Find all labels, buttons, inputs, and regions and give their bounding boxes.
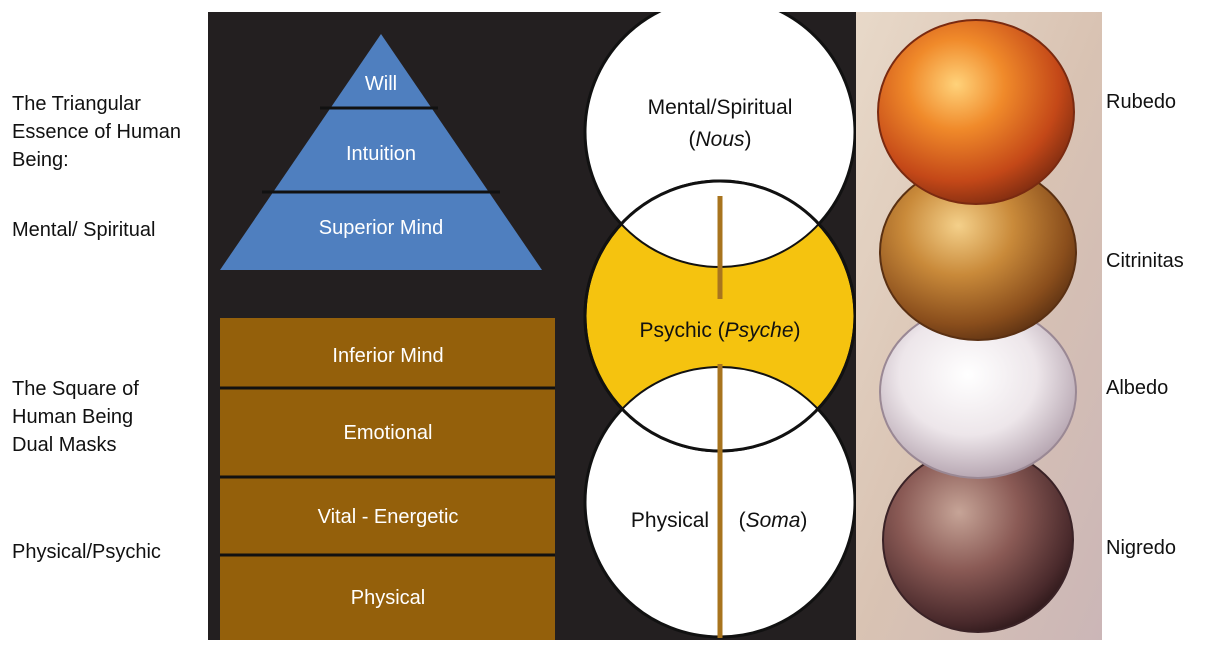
circle-physical-term-line: (Soma)	[739, 509, 808, 532]
triangle-caption: The Triangular Essence of Human Being:	[12, 90, 181, 174]
stage-label-rubedo: Rubedo	[1106, 91, 1177, 113]
stage-label-albedo: Albedo	[1106, 377, 1169, 399]
triangle-caption-line: The Triangular	[12, 93, 141, 115]
square-shape	[220, 318, 555, 640]
circle-psychic-term: Psyche	[725, 319, 794, 342]
triangle-subcaption: Mental/ Spiritual	[12, 219, 156, 241]
square-caption: The Square of Human Being Dual Masks	[12, 375, 139, 459]
square-caption-line: The Square of	[12, 378, 139, 400]
square-caption-line: Dual Masks	[12, 434, 117, 456]
triangle-of-essence: Will Intuition Superior Mind	[220, 34, 542, 270]
triangle-shape	[220, 34, 542, 270]
triangle-level-intuition: Intuition	[346, 143, 416, 165]
circle-physical-term: Soma	[746, 509, 801, 532]
diagram-svg: Will Intuition Superior Mind Inferior Mi…	[220, 0, 857, 640]
diagram-panel: Will Intuition Superior Mind Inferior Mi…	[208, 0, 857, 640]
alchemy-spheres-image	[856, 12, 1102, 640]
stage-label-citrinitas: Citrinitas	[1106, 250, 1184, 272]
triangle-level-will: Will	[365, 73, 397, 95]
square-subcaption: Physical/Psychic	[12, 541, 161, 563]
square-caption-line: Human Being	[12, 406, 134, 428]
triangle-caption-line: Being:	[12, 149, 69, 171]
triangle-level-superior-mind: Superior Mind	[319, 217, 444, 239]
alchemy-spheres-svg	[856, 12, 1102, 640]
circle-mental-term-line: (Nous)	[688, 128, 751, 151]
circle-physical-name: Physical	[631, 509, 709, 532]
circle-mental-term: Nous	[695, 128, 745, 151]
triangle-caption-line: Essence of Human	[12, 121, 181, 143]
square-level-inferior-mind: Inferior Mind	[332, 345, 443, 367]
circle-mental-name: Mental/Spiritual	[648, 96, 793, 119]
circle-psychic-label: Psychic (Psyche)	[639, 319, 800, 342]
stage-label-nigredo: Nigredo	[1106, 537, 1177, 559]
square-level-physical: Physical	[351, 587, 425, 609]
square-of-dual-masks: Inferior Mind Emotional Vital - Energeti…	[220, 318, 555, 640]
three-circles: Mental/Spiritual (Nous) Psychic (Psyche)…	[583, 0, 857, 639]
circle-psychic-name: Psychic	[639, 319, 711, 342]
square-level-emotional: Emotional	[344, 422, 433, 444]
square-level-vital-energetic: Vital - Energetic	[318, 506, 459, 528]
sphere-rubedo	[877, 19, 1075, 205]
